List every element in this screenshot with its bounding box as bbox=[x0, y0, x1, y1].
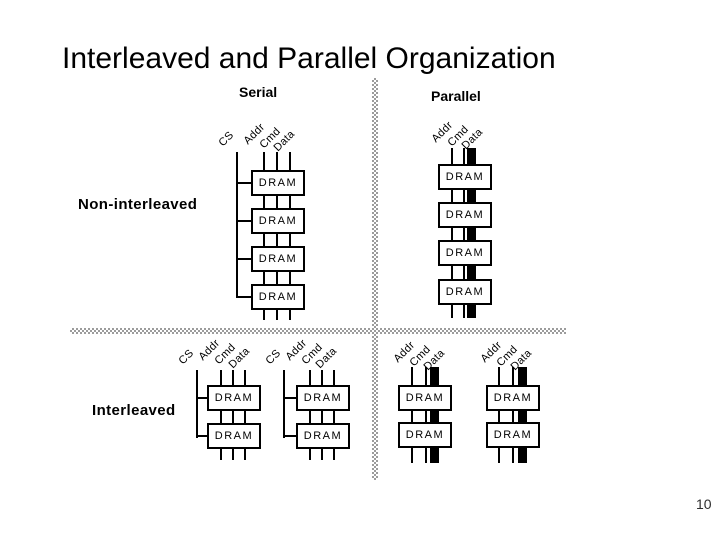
cs-bus-line bbox=[283, 370, 285, 438]
dram-chip: DRAM bbox=[486, 422, 540, 448]
addr-bus-line bbox=[498, 367, 500, 463]
cmd-bus-line bbox=[463, 148, 465, 318]
dram-chip: DRAM bbox=[438, 240, 492, 266]
pin-label-cs: CS bbox=[216, 129, 237, 149]
row-label-non-interleaved: Non-interleaved bbox=[78, 196, 198, 213]
data-bus-line bbox=[244, 370, 246, 460]
page-title: Interleaved and Parallel Organization bbox=[62, 42, 556, 75]
dram-chip: DRAM bbox=[207, 423, 261, 449]
cs-branch-line bbox=[236, 220, 252, 222]
pin-label-cs: CS bbox=[176, 347, 197, 367]
cs-bus-line bbox=[196, 370, 198, 438]
pin-label-cs: CS bbox=[263, 347, 284, 367]
addr-bus-line bbox=[220, 370, 222, 460]
dram-chip: DRAM bbox=[438, 202, 492, 228]
addr-bus-line bbox=[263, 152, 265, 320]
cmd-bus-line bbox=[276, 152, 278, 320]
cs-branch-line bbox=[283, 397, 296, 399]
dram-chip: DRAM bbox=[251, 170, 305, 196]
cmd-bus-line bbox=[321, 370, 323, 460]
cs-branch-line bbox=[196, 435, 209, 437]
dram-chip: DRAM bbox=[398, 422, 452, 448]
dram-chip: DRAM bbox=[251, 208, 305, 234]
cs-branch-line bbox=[283, 435, 296, 437]
dram-chip: DRAM bbox=[486, 385, 540, 411]
addr-bus-line bbox=[411, 367, 413, 463]
data-bus-wide-line bbox=[467, 148, 476, 318]
dram-chip: DRAM bbox=[251, 284, 305, 310]
page-number: 10 bbox=[696, 496, 712, 512]
dram-chip: DRAM bbox=[207, 385, 261, 411]
cmd-bus-line bbox=[425, 367, 427, 463]
dram-chip: DRAM bbox=[438, 279, 492, 305]
dram-chip: DRAM bbox=[398, 385, 452, 411]
cs-branch-line bbox=[236, 296, 252, 298]
addr-bus-line bbox=[451, 148, 453, 318]
dram-chip: DRAM bbox=[438, 164, 492, 190]
horizontal-divider bbox=[70, 328, 566, 334]
column-header-serial: Serial bbox=[239, 84, 278, 100]
data-bus-wide-line bbox=[518, 367, 527, 463]
cmd-bus-line bbox=[232, 370, 234, 460]
data-bus-line bbox=[289, 152, 291, 320]
data-bus-line bbox=[333, 370, 335, 460]
data-bus-wide-line bbox=[430, 367, 439, 463]
dram-chip: DRAM bbox=[296, 385, 350, 411]
row-label-interleaved: Interleaved bbox=[92, 402, 176, 419]
addr-bus-line bbox=[309, 370, 311, 460]
cmd-bus-line bbox=[512, 367, 514, 463]
cs-branch-line bbox=[236, 182, 252, 184]
cs-branch-line bbox=[236, 258, 252, 260]
dram-chip: DRAM bbox=[251, 246, 305, 272]
cs-bus-line bbox=[236, 152, 238, 298]
column-header-parallel: Parallel bbox=[431, 88, 481, 104]
cs-branch-line bbox=[196, 397, 209, 399]
vertical-divider bbox=[372, 78, 378, 480]
dram-chip: DRAM bbox=[296, 423, 350, 449]
